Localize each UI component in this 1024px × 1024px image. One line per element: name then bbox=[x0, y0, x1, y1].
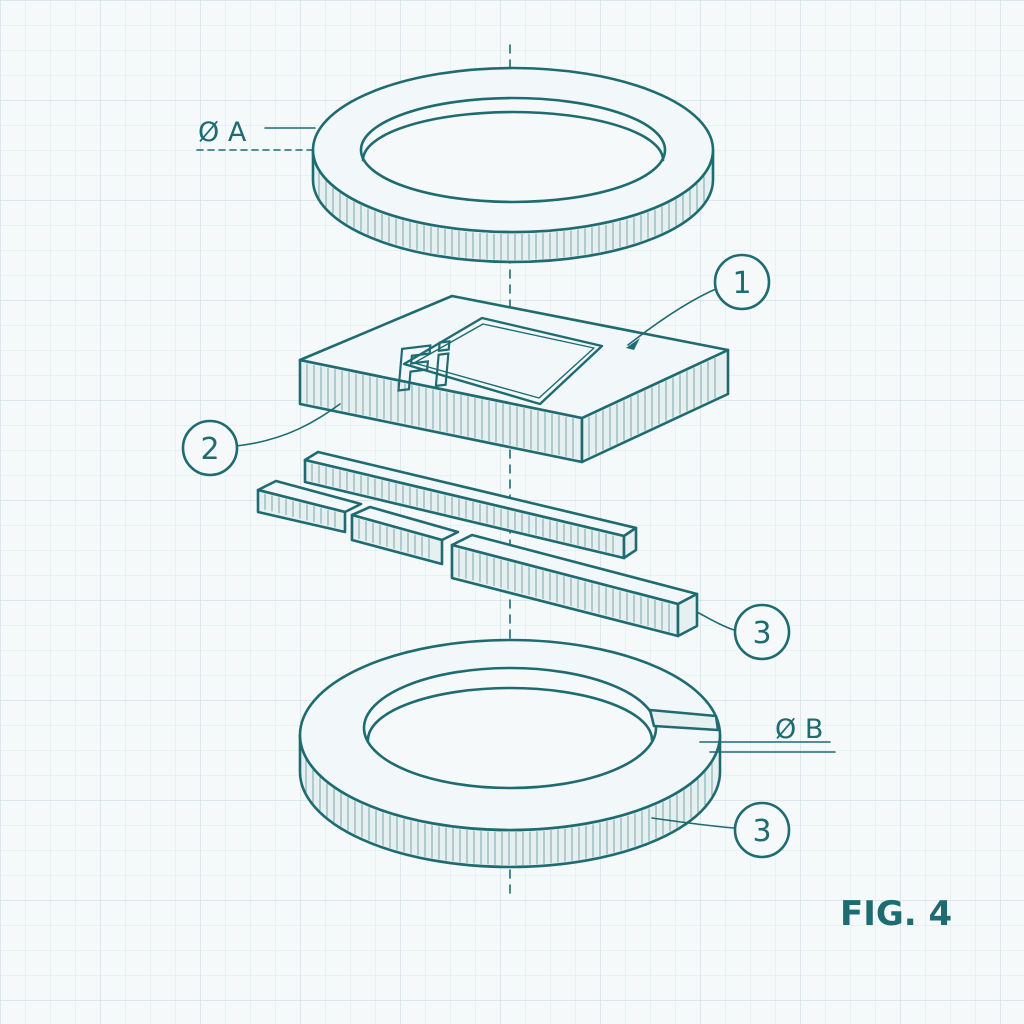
dimension-b-label: Ø B bbox=[775, 714, 823, 745]
dimension-a-label: Ø A bbox=[198, 117, 247, 148]
callout-3-strips: 3 bbox=[696, 603, 791, 661]
dimension-b: Ø B bbox=[699, 714, 836, 753]
callout-2: 2 bbox=[181, 403, 341, 477]
callout-3-ring-number: 3 bbox=[752, 814, 771, 849]
spacer-strips bbox=[256, 450, 699, 638]
callout-1: 1 bbox=[626, 253, 771, 350]
callout-3-strips-number: 3 bbox=[752, 616, 771, 651]
callout-3-ring: 3 bbox=[651, 801, 791, 859]
dimension-a: Ø A bbox=[196, 117, 316, 151]
chip-module: Fi bbox=[298, 294, 730, 464]
chip-logo: Fi bbox=[392, 332, 455, 405]
bottom-ring bbox=[298, 638, 722, 869]
figure-label: FIG. 4 bbox=[840, 894, 952, 934]
callout-2-number: 2 bbox=[200, 432, 219, 467]
callout-1-number: 1 bbox=[732, 266, 751, 301]
top-ring bbox=[311, 66, 715, 264]
